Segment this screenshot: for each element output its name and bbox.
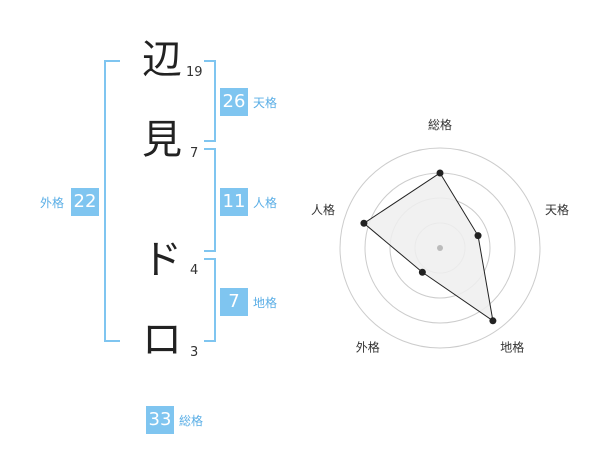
radar-ring-4 [339, 147, 541, 349]
stroke-count-1: 19 [186, 65, 203, 80]
stroke-count-3: 4 [190, 263, 199, 278]
tenkaku-value: 26 [220, 88, 248, 116]
chikaku-bracket [204, 258, 216, 342]
radar-point-4 [418, 268, 426, 276]
gaikaku-bracket [104, 60, 120, 342]
gaikaku-value: 22 [71, 188, 99, 216]
name-char-2: 見 [142, 117, 182, 163]
name-char-3: ド [142, 237, 182, 283]
jinkaku-value: 11 [220, 188, 248, 216]
radar-point-1 [436, 169, 444, 177]
radar-point-3 [489, 317, 497, 325]
radar-axis-label-5: 人格 [311, 202, 335, 217]
jinkaku-bracket [204, 148, 216, 252]
radar-area [363, 172, 494, 322]
radar-axis-label-4: 外格 [356, 340, 380, 355]
radar-axis-label-2: 天格 [545, 202, 569, 217]
stroke-count-4: 3 [190, 345, 199, 360]
radar-axis-label-3: 地格 [500, 340, 524, 355]
soukaku-label: 総格 [179, 414, 204, 428]
tenkaku-label: 天格 [253, 96, 278, 110]
chikaku-label: 地格 [253, 296, 278, 310]
stroke-count-2: 7 [190, 146, 199, 161]
radar-axis-label-1: 総格 [428, 117, 452, 132]
radar-center [437, 245, 443, 251]
radar-point-5 [360, 219, 368, 227]
chikaku-value: 7 [220, 288, 248, 316]
soukaku-value: 33 [146, 406, 174, 434]
radar-point-2 [474, 232, 482, 240]
jinkaku-label: 人格 [253, 196, 278, 210]
gaikaku-label: 外格 [40, 196, 65, 210]
name-char-4: ロ [142, 317, 182, 363]
name-char-1: 辺 [142, 37, 182, 83]
tenkaku-bracket [204, 60, 216, 142]
